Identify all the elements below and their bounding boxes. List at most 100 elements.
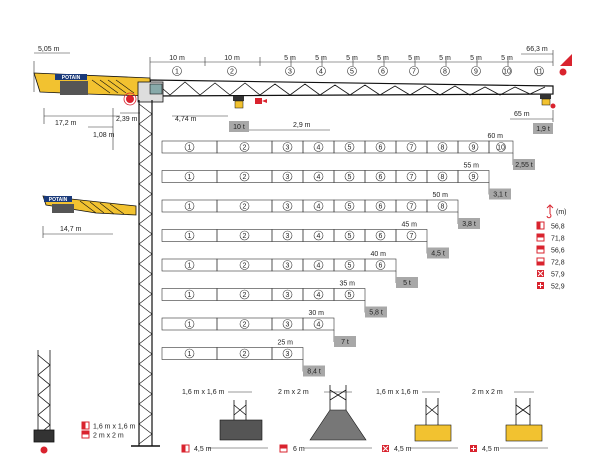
base-bottom-label: 4,5 m bbox=[194, 446, 212, 453]
load-box bbox=[489, 188, 511, 200]
segment-number: 5 bbox=[348, 204, 352, 211]
segment-number: 8 bbox=[441, 204, 445, 211]
segment-circle bbox=[313, 260, 324, 270]
segment-number: 1 bbox=[188, 233, 192, 240]
segment-number: 9 bbox=[474, 69, 478, 76]
segment-number: 8 bbox=[443, 69, 447, 76]
segment-number: 2 bbox=[243, 263, 247, 270]
height-value: 57,9 bbox=[551, 272, 565, 279]
radius-label: 40 m bbox=[370, 251, 386, 258]
segment-circle bbox=[496, 142, 506, 152]
segment-number: 4 bbox=[317, 145, 321, 152]
segment-number: 2 bbox=[243, 233, 247, 240]
offset-a-label: 1,08 m bbox=[93, 132, 115, 139]
brand-logo-alt: POTAIN bbox=[49, 197, 68, 203]
segment-number: 6 bbox=[379, 174, 383, 181]
jib-length-8: 5 m bbox=[439, 55, 451, 62]
max-load-box bbox=[229, 121, 249, 132]
segment-number: 4 bbox=[319, 69, 323, 76]
load-label: 3,1 t bbox=[493, 192, 507, 199]
segment-number: 2 bbox=[243, 351, 247, 358]
segment-number: 6 bbox=[379, 145, 383, 152]
radius-label: 60 m bbox=[487, 133, 503, 140]
segment-number: 7 bbox=[412, 69, 416, 76]
load-label: 3,8 t bbox=[462, 221, 476, 228]
segment-number: 7 bbox=[410, 174, 414, 181]
counter-jib-length: 17,2 m bbox=[55, 120, 77, 127]
offset-b-label: 2,39 m bbox=[116, 116, 138, 123]
segment-circle bbox=[468, 171, 479, 182]
segment-circle bbox=[282, 348, 293, 359]
segment-number: 1 bbox=[188, 263, 192, 270]
tip-load-label: 1,9 t bbox=[536, 126, 550, 133]
mast-offset-label: 4,74 m bbox=[175, 116, 197, 123]
brand-logo: POTAIN bbox=[62, 75, 81, 81]
jib bbox=[149, 79, 554, 97]
height-legend: (m) 56,8 71,8 56,6 72,8 57,9 52,9 bbox=[536, 204, 567, 291]
load-box bbox=[365, 306, 387, 318]
jib-segment-labels: 10 m 10 m 5 m 5 m 5 m 5 m 5 m 5 m 5 m 5 … bbox=[169, 46, 548, 62]
segment-number: 3 bbox=[286, 204, 290, 211]
segment-number: 7 bbox=[410, 233, 414, 240]
segment-circle bbox=[406, 142, 417, 152]
max-load-label: 10 t bbox=[233, 124, 245, 131]
jib-length-7: 5 m bbox=[408, 55, 420, 62]
segment-circle bbox=[282, 289, 293, 300]
half-bottom-square-icon bbox=[536, 257, 545, 266]
mast bbox=[131, 100, 160, 447]
base-top-label: 2 m x 2 m bbox=[472, 389, 503, 396]
segment-circle bbox=[344, 230, 355, 241]
mast-legend-label: 2 m x 2 m bbox=[93, 433, 124, 440]
segment-number: 9 bbox=[472, 174, 476, 181]
left-height-label: 5,05 m bbox=[38, 46, 60, 53]
segment-circle bbox=[313, 142, 324, 152]
jib-total-length: 66,3 m bbox=[526, 46, 548, 53]
segment-circle bbox=[184, 230, 195, 241]
segment-circle bbox=[313, 289, 324, 300]
jib-segment bbox=[395, 229, 428, 242]
segment-number: 1 bbox=[188, 351, 192, 358]
segment-number: 2 bbox=[243, 174, 247, 181]
mast-section-narrow bbox=[33, 350, 55, 454]
segment-circle bbox=[313, 171, 324, 182]
segment-circle bbox=[184, 171, 195, 182]
segment-number: 7 bbox=[410, 145, 414, 152]
jib-length-1: 10 m bbox=[169, 55, 185, 62]
counter-jib-alt-length: 14,7 m bbox=[60, 226, 82, 233]
base-2: 2 m x 2 m 6 m bbox=[278, 385, 372, 453]
segment-circle bbox=[282, 319, 293, 329]
segment-number: 3 bbox=[286, 292, 290, 299]
segment-circle bbox=[282, 201, 293, 211]
segment-circle bbox=[184, 319, 195, 329]
height-value: 56,6 bbox=[551, 248, 565, 255]
jib-segment bbox=[426, 199, 459, 213]
segment-circle bbox=[282, 171, 293, 182]
counter-jib: POTAIN 5,05 m bbox=[33, 46, 151, 97]
segment-number: 2 bbox=[243, 322, 247, 329]
jib-length-3: 5 m bbox=[284, 55, 296, 62]
segment-circle bbox=[406, 230, 417, 241]
half-top-square-icon bbox=[536, 245, 545, 254]
jib-length-5: 5 m bbox=[346, 55, 358, 62]
segment-circle bbox=[313, 201, 324, 211]
segment-number: 11 bbox=[535, 69, 542, 76]
jib-segment bbox=[333, 288, 366, 301]
base-top-label: 1,6 m x 1,6 m bbox=[376, 389, 419, 396]
height-value: 56,8 bbox=[551, 224, 565, 231]
segment-number: 1 bbox=[188, 174, 192, 181]
load-label: 5 t bbox=[403, 280, 411, 287]
segment-number: 4 bbox=[317, 263, 321, 270]
segment-circle bbox=[239, 201, 250, 211]
segment-number: 5 bbox=[350, 69, 354, 76]
segment-number: 7 bbox=[410, 204, 414, 211]
trolley-near bbox=[233, 96, 267, 109]
segment-circle bbox=[344, 260, 355, 270]
jib-length-10: 5 m bbox=[501, 55, 513, 62]
base-bottom-label: 4,5 m bbox=[394, 446, 412, 453]
segment-circle bbox=[184, 289, 195, 300]
segment-number: 6 bbox=[381, 69, 385, 76]
load-label: 5,8 t bbox=[369, 310, 383, 317]
